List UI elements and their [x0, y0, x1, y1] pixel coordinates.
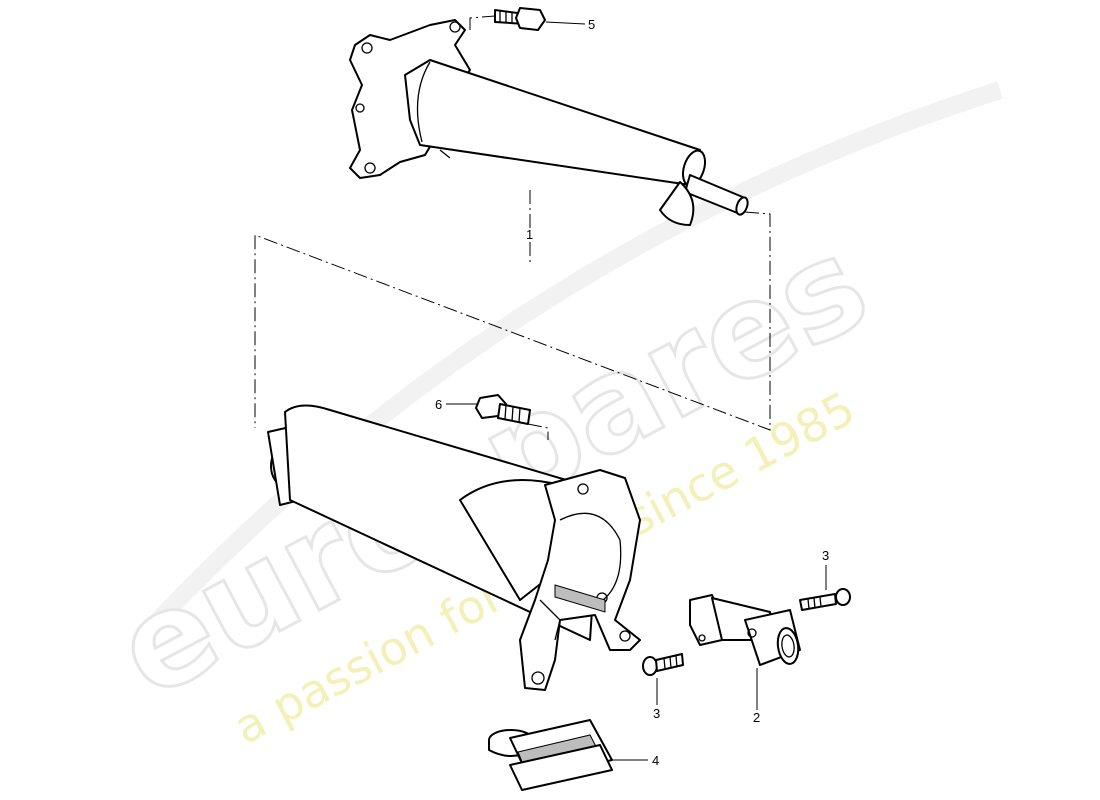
callout-1: 1: [526, 227, 533, 242]
seal-kit-4: 4: [488, 719, 659, 791]
screw-3-left: 3: [642, 653, 684, 721]
lower-housing: [267, 404, 641, 691]
callout-6: 6: [435, 397, 442, 412]
screw-3-right: 3: [799, 548, 851, 611]
callout-1-guides: 1: [254, 190, 771, 431]
callout-3-right: 3: [822, 548, 829, 563]
callout-4: 4: [652, 753, 659, 768]
bolt-5: 5: [469, 7, 595, 32]
upper-tube: [349, 19, 749, 226]
coupling-2: 2: [689, 594, 801, 725]
callout-5: 5: [588, 17, 595, 32]
callout-3-left: 3: [653, 706, 660, 721]
bolt-6: 6: [435, 394, 549, 440]
callout-2: 2: [753, 710, 760, 725]
